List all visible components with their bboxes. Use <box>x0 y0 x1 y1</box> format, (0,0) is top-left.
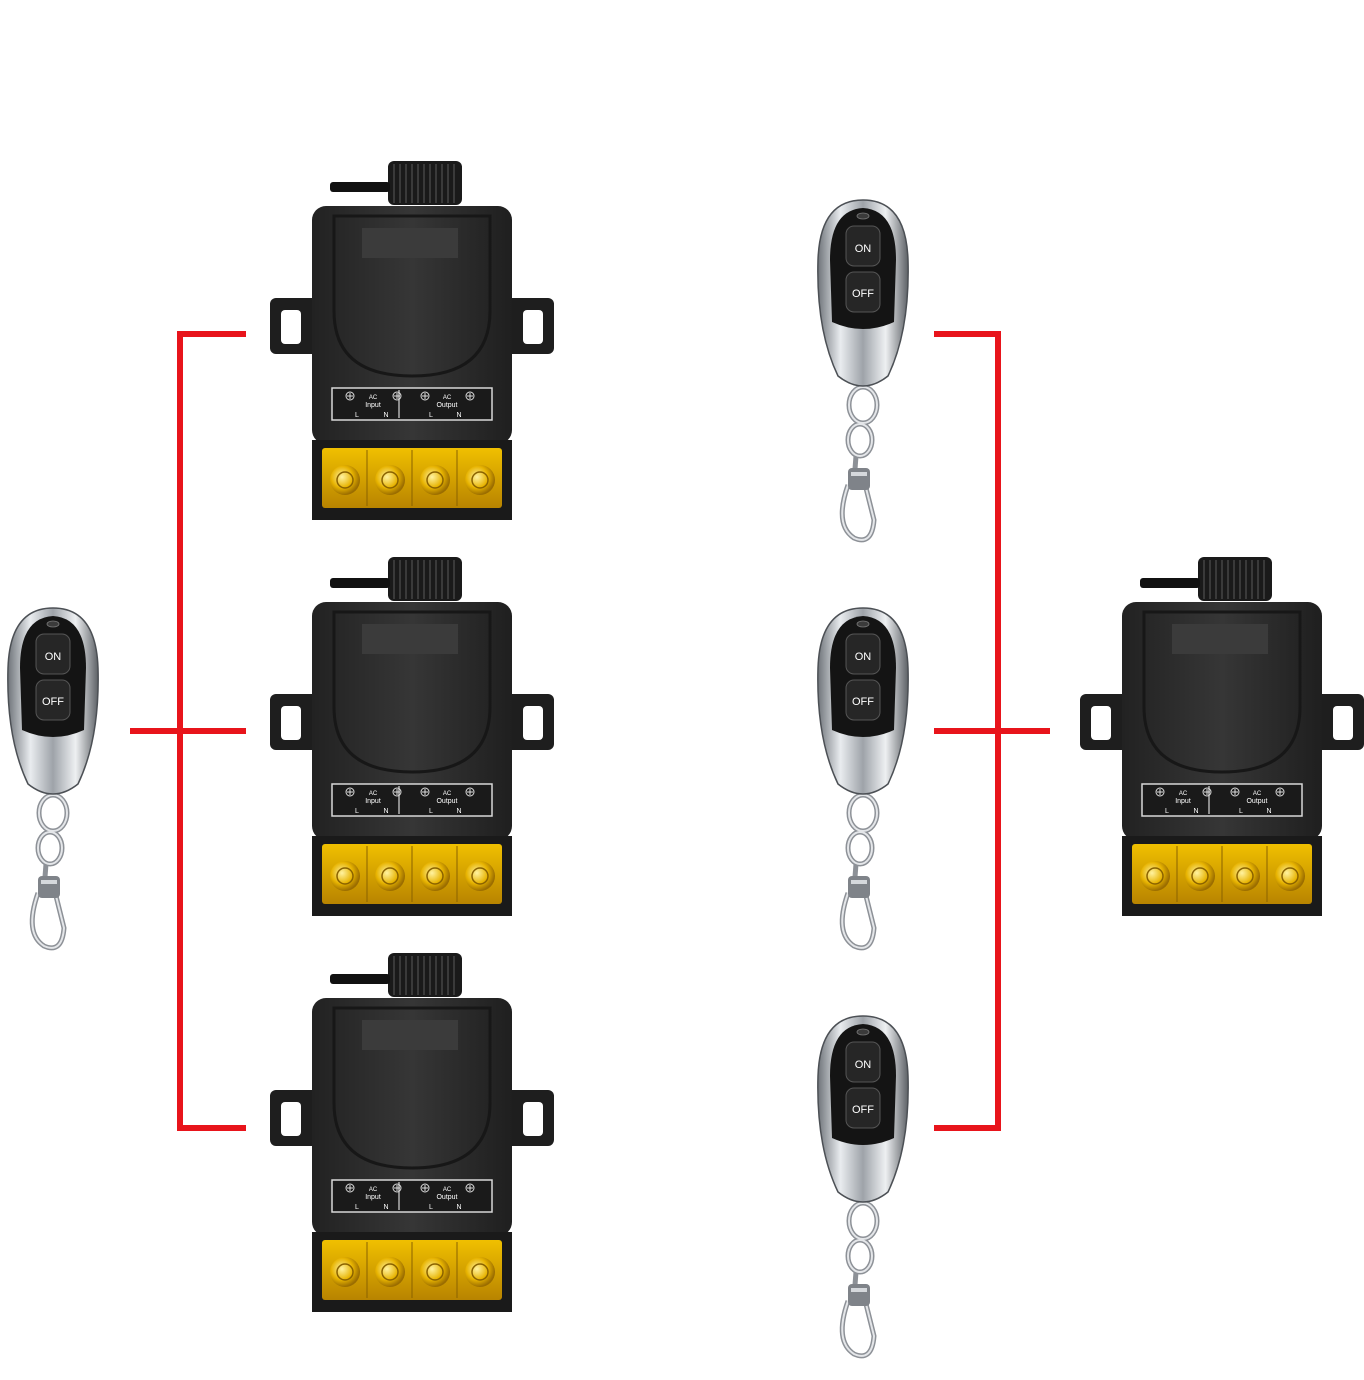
receiver-right: AC Input AC Output L N L N <box>1078 555 1364 918</box>
output-n-label: N <box>456 808 461 815</box>
output-l-label: L <box>429 1204 433 1211</box>
ac-input-label: Input <box>1175 798 1191 805</box>
ac-input-top-label: AC <box>369 1187 378 1193</box>
right-group: ON OFF ON OFF ON OFF AC Input AC Output … <box>818 200 1364 1356</box>
output-n-label: N <box>456 1204 461 1211</box>
ac-output-label: Output <box>1246 798 1267 805</box>
input-n-label: N <box>1193 808 1198 815</box>
input-n-label: N <box>383 808 388 815</box>
input-n-label: N <box>383 1204 388 1211</box>
ac-input-top-label: AC <box>369 395 378 401</box>
ac-output-top-label: AC <box>443 395 452 401</box>
on-button-label: ON <box>855 1059 872 1071</box>
ac-input-top-label: AC <box>1179 791 1188 797</box>
ac-input-top-label: AC <box>369 791 378 797</box>
receiver-left-top: AC Input AC Output L N L N <box>268 159 556 522</box>
output-l-label: L <box>429 412 433 419</box>
ac-output-label: Output <box>436 402 457 409</box>
output-n-label: N <box>456 412 461 419</box>
ac-output-top-label: AC <box>443 1187 452 1193</box>
input-l-label: L <box>355 412 359 419</box>
remote-control-right-top: ON OFF <box>818 200 908 540</box>
input-l-label: L <box>1165 808 1169 815</box>
receiver-left-bottom: AC Input AC Output L N L N <box>268 951 556 1314</box>
input-l-label: L <box>355 1204 359 1211</box>
ac-input-label: Input <box>365 798 381 805</box>
ac-output-top-label: AC <box>443 791 452 797</box>
ac-input-label: Input <box>365 402 381 409</box>
input-n-label: N <box>383 412 388 419</box>
remote-control-left: ON OFF <box>8 608 98 948</box>
ac-output-top-label: AC <box>1253 791 1262 797</box>
off-button-label: OFF <box>852 1104 874 1116</box>
remote-control-right-bottom: ON OFF <box>818 1016 908 1356</box>
off-button-label: OFF <box>852 696 874 708</box>
ac-output-label: Output <box>436 1194 457 1201</box>
receiver-left-middle: AC Input AC Output L N L N <box>268 555 556 918</box>
left-group: ON OFF AC Input AC Output L N L N AC Inp… <box>8 159 556 1314</box>
on-button-label: ON <box>45 651 62 663</box>
off-button-label: OFF <box>852 288 874 300</box>
output-l-label: L <box>1239 808 1243 815</box>
output-n-label: N <box>1266 808 1271 815</box>
on-button-label: ON <box>855 651 872 663</box>
ac-input-label: Input <box>365 1194 381 1201</box>
connector-lines <box>130 331 1050 1131</box>
output-l-label: L <box>429 808 433 815</box>
ac-output-label: Output <box>436 798 457 805</box>
remote-control-right-middle: ON OFF <box>818 608 908 948</box>
input-l-label: L <box>355 808 359 815</box>
on-button-label: ON <box>855 243 872 255</box>
off-button-label: OFF <box>42 696 64 708</box>
